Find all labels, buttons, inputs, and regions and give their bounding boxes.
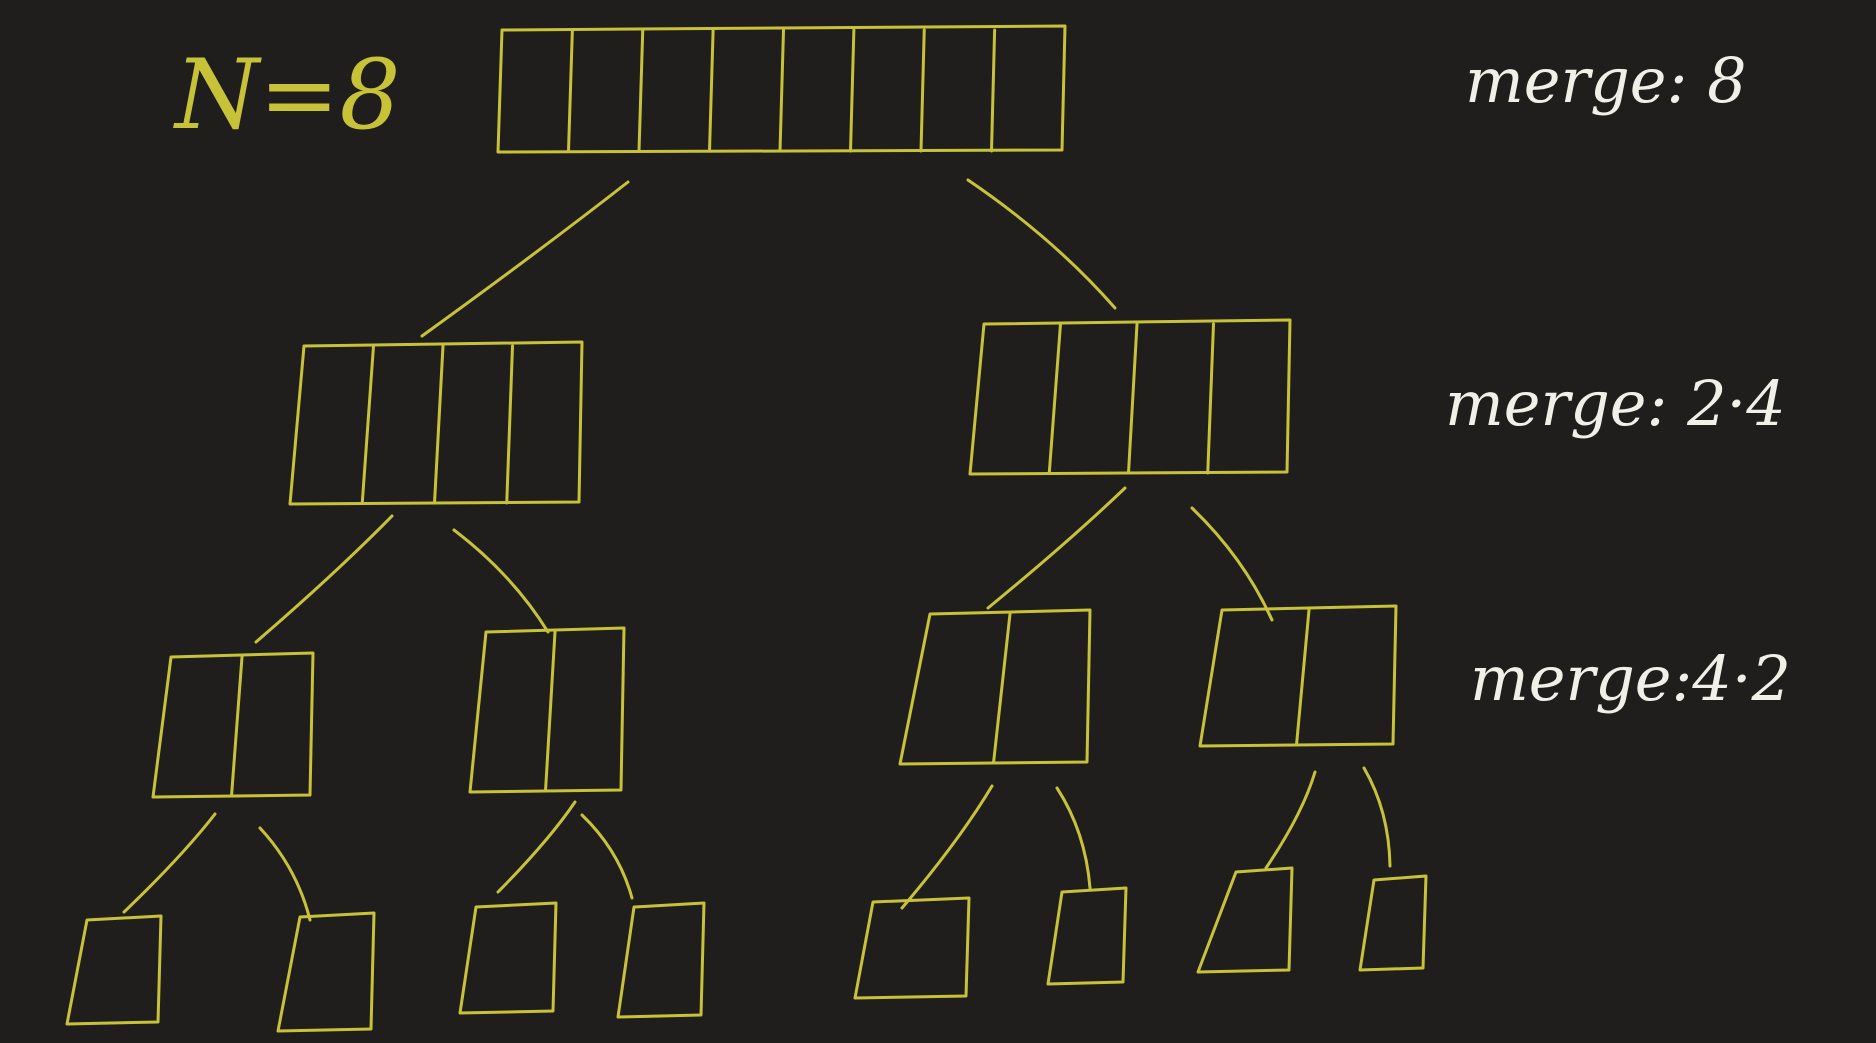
cell-divider bbox=[1206, 322, 1215, 475]
tree-node-L3-1 bbox=[65, 914, 163, 1026]
node-outline bbox=[1046, 886, 1128, 986]
merge-tree bbox=[65, 24, 1428, 1033]
node-outline bbox=[1196, 866, 1294, 974]
tree-node-L3-2 bbox=[276, 911, 376, 1033]
cell-divider bbox=[567, 28, 574, 153]
cell-divider bbox=[992, 612, 1012, 765]
cell-divider bbox=[1047, 322, 1062, 475]
tree-node-L3-6 bbox=[1046, 886, 1128, 986]
node-outline bbox=[853, 896, 971, 1000]
node-outline bbox=[898, 608, 1092, 766]
n-label: N=8 bbox=[173, 39, 401, 151]
tree-node-L0-1 bbox=[496, 24, 1067, 154]
tree-edge-9 bbox=[496, 800, 577, 894]
tree-node-L2-4 bbox=[1198, 604, 1398, 748]
merge-note-level-2: merge:4·2 bbox=[1470, 642, 1791, 715]
tree-edge-1 bbox=[420, 180, 630, 338]
cell-divider bbox=[505, 344, 514, 505]
cell-divider bbox=[990, 28, 997, 153]
cell-divider bbox=[433, 344, 445, 505]
cell-divider bbox=[1295, 608, 1311, 747]
node-outline bbox=[276, 911, 376, 1033]
tree-node-L3-8 bbox=[1358, 874, 1428, 972]
tree-node-L3-7 bbox=[1196, 866, 1294, 974]
node-outline bbox=[288, 340, 584, 506]
cell-divider bbox=[919, 28, 926, 153]
tree-edge-3 bbox=[254, 514, 394, 644]
tree-edge-7 bbox=[122, 812, 217, 914]
tree-edge-13 bbox=[1264, 770, 1317, 870]
node-outline bbox=[458, 901, 558, 1015]
tree-edge-8 bbox=[258, 826, 312, 922]
cell-divider bbox=[849, 28, 856, 153]
tree-node-L3-4 bbox=[616, 901, 706, 1019]
tree-node-L1-2 bbox=[968, 318, 1292, 476]
tree-edge-6 bbox=[1190, 506, 1274, 622]
node-outline bbox=[151, 651, 315, 799]
tree-edge-14 bbox=[1362, 766, 1392, 868]
cell-divider bbox=[360, 344, 375, 505]
cell-divider bbox=[778, 28, 785, 153]
tree-edge-5 bbox=[986, 486, 1127, 610]
node-outline bbox=[65, 914, 163, 1026]
node-outline bbox=[616, 901, 706, 1019]
node-outline bbox=[496, 24, 1067, 154]
tree-node-L3-3 bbox=[458, 901, 558, 1015]
tree-node-L2-2 bbox=[468, 626, 626, 794]
tree-edge-12 bbox=[1055, 786, 1092, 890]
cell-divider bbox=[708, 28, 715, 153]
cell-divider bbox=[544, 630, 557, 793]
node-outline bbox=[1358, 874, 1428, 972]
tree-node-L3-5 bbox=[853, 896, 971, 1000]
merge-note-level-0: merge: 8 bbox=[1465, 44, 1747, 117]
tree-node-L1-1 bbox=[288, 340, 584, 506]
tree-edge-11 bbox=[900, 784, 994, 910]
cell-divider bbox=[1127, 322, 1139, 475]
node-outline bbox=[1198, 604, 1398, 748]
tree-edge-2 bbox=[966, 178, 1117, 310]
node-outline bbox=[968, 318, 1292, 476]
tree-node-L2-1 bbox=[151, 651, 315, 799]
tree-edge-10 bbox=[580, 813, 634, 900]
merge-note-level-1: merge: 2·4 bbox=[1445, 367, 1786, 440]
tree-node-L2-3 bbox=[898, 608, 1092, 766]
cell-divider bbox=[230, 655, 244, 798]
node-outline bbox=[468, 626, 626, 794]
tree-edge-4 bbox=[452, 528, 550, 634]
cell-divider bbox=[637, 28, 645, 153]
